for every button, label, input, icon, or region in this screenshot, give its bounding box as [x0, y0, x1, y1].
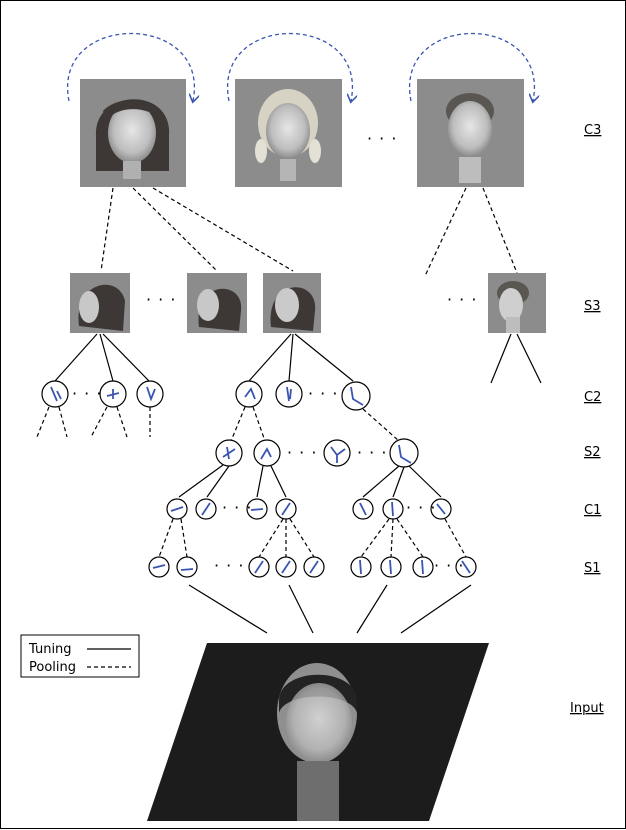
label-c3: C3 — [584, 123, 601, 138]
c3-recurrent-arcs — [66, 33, 535, 102]
s3-face-4 — [488, 273, 546, 333]
s2-ellipsis-2: · · · — [357, 443, 387, 462]
tune-line — [516, 333, 542, 384]
c2-unit — [235, 380, 263, 408]
layer-labels: C3 S3 C2 S2 C1 S1 Input — [570, 123, 604, 716]
legend-box: Tuning Pooling — [20, 634, 140, 678]
tune-line — [99, 333, 114, 382]
legend-pooling-label: Pooling — [29, 660, 76, 675]
tune-line — [54, 333, 98, 382]
s2-units — [215, 438, 419, 468]
tune-line — [288, 333, 294, 382]
c2-orientation-bars — [50, 386, 364, 406]
c1-orientation-bars — [170, 501, 446, 517]
c3-face-3 — [417, 79, 524, 187]
c3-face-2 — [235, 79, 342, 187]
s3-face-1 — [70, 273, 130, 333]
label-input: Input — [570, 701, 604, 716]
s3-c2-tuning-lines — [54, 333, 542, 384]
c3-arc-1 — [66, 33, 195, 102]
c1-ellipsis-1: · · · — [222, 498, 252, 517]
c2-unit — [275, 380, 303, 408]
s1-ellipsis-2: · · · — [434, 556, 464, 575]
tune-line — [102, 333, 150, 382]
pool-line — [152, 187, 294, 272]
label-c1: C1 — [584, 503, 601, 518]
c2-ellipsis-2: · · · — [308, 384, 338, 403]
c2-unit — [341, 381, 371, 411]
c2-pooling-stubs — [36, 406, 400, 442]
tune-line — [490, 333, 512, 384]
c2-unit — [41, 380, 69, 408]
c1-units — [166, 498, 452, 520]
pool-line — [424, 187, 467, 277]
s2-unit — [323, 439, 351, 467]
s1-ellipsis-1: · · · — [214, 556, 244, 575]
tune-line — [248, 333, 292, 382]
s2-orientation-bars — [222, 444, 412, 464]
legend-tuning-label: Tuning — [28, 642, 72, 657]
s2-unit — [253, 439, 281, 467]
s1-units — [148, 556, 477, 578]
c1-ellipsis-2: · · · — [406, 498, 436, 517]
s1-orientation-bars — [152, 559, 471, 575]
c3-ellipsis: · · · — [367, 129, 397, 148]
pool-line — [100, 187, 114, 272]
c1-s1-pooling-lines — [158, 518, 467, 558]
s3-face-2 — [187, 273, 247, 333]
c3-s3-pooling-lines — [100, 187, 518, 277]
label-s3: S3 — [584, 299, 601, 314]
c3-arc-2 — [226, 33, 353, 102]
s3-ellipsis-1: · · · — [146, 290, 176, 309]
s1-input-tuning-lines — [188, 584, 472, 634]
s1-unit — [176, 556, 198, 578]
c2-ellipsis-1: · · · — [72, 384, 102, 403]
s2-ellipsis-1: · · · — [287, 443, 317, 462]
s2-c1-tuning-lines — [178, 464, 442, 498]
c3-face-1 — [80, 79, 186, 187]
label-s1: S1 — [584, 561, 601, 576]
tune-line — [294, 333, 354, 382]
c3-arc-3 — [408, 33, 535, 102]
s3-face-3 — [263, 273, 321, 333]
label-c2: C2 — [584, 390, 601, 405]
s3-ellipsis-2: · · · — [447, 290, 477, 309]
input-image — [147, 643, 489, 821]
s2-unit — [389, 438, 419, 468]
pool-line — [132, 187, 218, 272]
pool-line — [482, 187, 518, 274]
label-s2: S2 — [584, 445, 601, 460]
